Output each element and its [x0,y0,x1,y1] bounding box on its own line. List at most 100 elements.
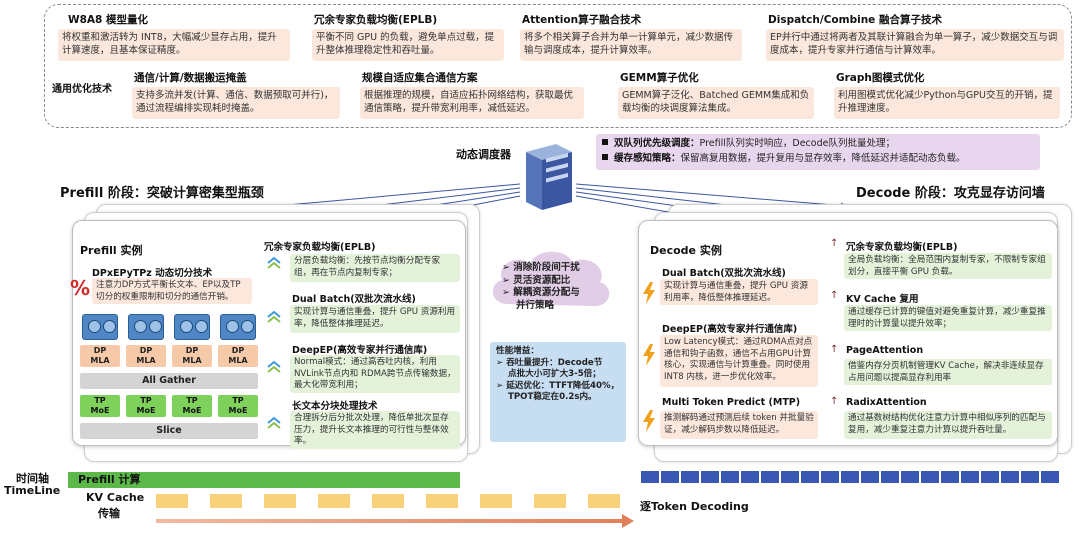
decode-token-block [760,470,780,484]
opt-title-adaptive-comm: 规模自适应集合通信方案 [362,72,478,84]
opt-title-graph: Graph图模式优化 [836,72,925,84]
prefill-instance-title: Prefill 实例 [80,244,143,257]
decode-token-block [860,470,880,484]
opt-title-overlap: 通信/计算/数据搬运掩盖 [134,72,247,84]
prefill-feature-desc-dual-batch: 实现计算与通信重叠，提升 GPU 资源利用率，降低整体推理延迟。 [290,305,460,333]
prefill-feature-desc-eplb: 分层负载均衡：先按节点均衡分配专家组，再在节点内复制专家； [290,254,460,282]
perf-line: TPOT稳定在0.2s内。 [508,392,597,402]
general-optimization-panel [44,4,1072,128]
opt-desc-adaptive-comm: 根据推理的规模，自适应拓扑网络结构，获取最优通信策略，提升带宽利用率，减低延迟。 [360,87,584,119]
decode-token-block [880,470,900,484]
kv-transfer-block [426,494,458,508]
cloud-shape [492,251,610,307]
gpu-icon [128,314,164,340]
decode-feature-title-deepep: DeepEP(高效专家并行通信库) [662,324,798,335]
prefill-feature-desc-deepep: Normal模式：通过高吞吐内核，利用 NVLink节点内和 RDMA跨节点传输… [290,355,460,393]
kv-transfer-block [588,494,620,508]
prefill-feature-title-eplb: 冗余专家负载均衡(EPLB) [264,242,376,253]
prefill-feature-desc-long-text: 合理拆分后分批次处理，降低单批次显存压力，提升长文本推理的可行性与整体效率。 [290,411,460,449]
kv-transfer-block [156,494,188,508]
prefill-feature-title-long-text: 长文本分块处理技术 [292,401,378,412]
opt-desc-attention-fusion: 将多个相关算子合并为单一计算单元，减少数据传输与调度成本，提升计算效率。 [520,29,742,61]
prefill-compute-bar: Prefill 计算 [68,472,460,488]
scheduler-line-1: 双队列优先级调度：Prefill队列实时响应，Decode队列批量处理； [602,137,895,151]
kv-transfer-block [264,494,296,508]
decode-feature-desc-dual-batch: 实现计算与通信重叠，提升 GPU 资源利用率，降低整体推理延迟。 [660,279,818,305]
timeline-arrow [156,514,634,528]
scheduler-strategy-box: 双队列优先级调度：Prefill队列实时响应，Decode队列批量处理； 缓存感… [596,134,1040,170]
gpu-icon [220,314,256,340]
decode-token-block [780,470,800,484]
kv-transfer-block [372,494,404,508]
decode-token-block [640,470,660,484]
opt-desc-dispatch-combine: EP并行中通过将两者及其联计算融合为单一算子，减少数据交互与调度成本，提升专家并… [766,29,1064,61]
decode-feature-desc-pageattention: 借鉴内存分页机制管理KV Cache，解决非连续显存占用问题以提高显存利用率 [844,359,1052,385]
perf-line: ➢ 延迟优化：TTFT降低40%， [496,380,620,391]
decode-stage-title: Decode 阶段：攻克显存访问墙 [856,186,1045,201]
gpu-icon [82,314,118,340]
decode-token-block [920,470,940,484]
up-arrow-icon [267,360,281,373]
kv-transfer-block [480,494,512,508]
dp-desc: 注意力DP方式平衡长文本、EP以及TP切分的权重限制和切分的通信开销。 [92,278,252,304]
decode-feature-title-eplb: 冗余专家负载均衡(EPLB) [846,242,958,253]
dp-title: DPxEPyTPz 动态切分技术 [92,268,213,279]
kv-transfer-block [534,494,566,508]
arrow-up-icon: ↑ [830,344,839,355]
decode-token-block [800,470,820,484]
decode-feature-desc-deepep: Low Latency模式：通过RDMA点对点通信和钩子函数，通信不占用GPU计… [660,335,818,387]
opt-title-eplb: 冗余专家负载均衡(EPLB) [314,14,438,26]
decode-token-block [940,470,960,484]
timeline-label-en: TimeLine [4,484,61,497]
performance-gain-box: 性能增益： ➢ 吞吐量提升：Decode节 点批大小可扩大3-5倍； ➢ 延迟优… [490,342,626,442]
kv-transfer-block [210,494,242,508]
decode-feature-title-dual-batch: Dual Batch(双批次流水线) [662,268,786,279]
decode-token-block [900,470,920,484]
perf-line: 点批大小可扩大3-5倍； [508,369,601,379]
decode-token-block [1040,470,1060,484]
opt-title-w8a8: W8A8 模型量化 [68,14,148,26]
decode-feature-title-kv-cache: KV Cache 复用 [846,294,919,305]
perf-line: 性能增益： [496,346,539,356]
decode-token-block [660,470,680,484]
decode-token-block [980,470,1000,484]
decode-token-block [1000,470,1020,484]
decode-feature-title-radixattention: RadixAttention [846,397,927,408]
opt-desc-w8a8: 将权重和激活转为 INT8，大幅减少显存占用，提升计算速度，且基本保证精度。 [58,29,290,61]
arrow-up-icon: ↑ [830,290,839,301]
perf-line: ➢ 吞吐量提升：Decode节 [496,357,603,368]
opt-title-gemm: GEMM算子优化 [620,72,699,84]
cloud-line: 并行策略 [516,299,555,311]
opt-desc-overlap: 支持多流并发(计算、通信、数据预取可并行)，通过流程编排实现耗时掩盖。 [132,87,340,119]
decoding-blocks [640,470,1076,486]
decode-token-block [960,470,980,484]
lightning-icon [643,282,655,304]
kv-transfer-label: 传输 [98,507,120,520]
gpu-icon [174,314,210,340]
decode-feature-title-mtp: Multi Token Predict (MTP) [662,397,801,408]
kv-cache-label: KV Cache [86,491,145,504]
scheduler-label: 动态调度器 [456,148,511,161]
slice-bar: Slice [80,423,258,439]
decode-feature-title-pageattention: PageAttention [846,345,924,356]
all-gather-bar: All Gather [80,373,258,389]
opt-desc-eplb: 平衡不同 GPU 的负载，避免单点过载，提升整体推理稳定性和吞吐量。 [312,29,504,61]
decode-feature-desc-radixattention: 通过基数树结构优化注意力计算中相似序列的匹配与复用，减少重复注意力计算以提升吞吐… [844,411,1052,439]
prefill-feature-title-deepep: DeepEP(高效专家并行通信库) [292,345,428,356]
kv-transfer-block [318,494,350,508]
prefill-compute-label: Prefill 计算 [78,473,141,486]
decode-feature-desc-eplb: 全局负载均衡：全局范围内复制专家，不限制专家组划分，直接平衡 GPU 负载。 [844,253,1052,279]
opt-desc-gemm: GEMM算子泛化、Batched GEMM集成和负载均衡的块调度算法集成。 [618,87,814,119]
arrow-up-icon: ↑ [830,238,839,249]
opt-title-dispatch-combine: Dispatch/Combine 融合算子技术 [768,14,942,26]
decode-token-block [720,470,740,484]
decode-token-block [1020,470,1040,484]
cloud-line: ➢ 灵活资源配比 [502,274,571,286]
decode-token-block [700,470,720,484]
